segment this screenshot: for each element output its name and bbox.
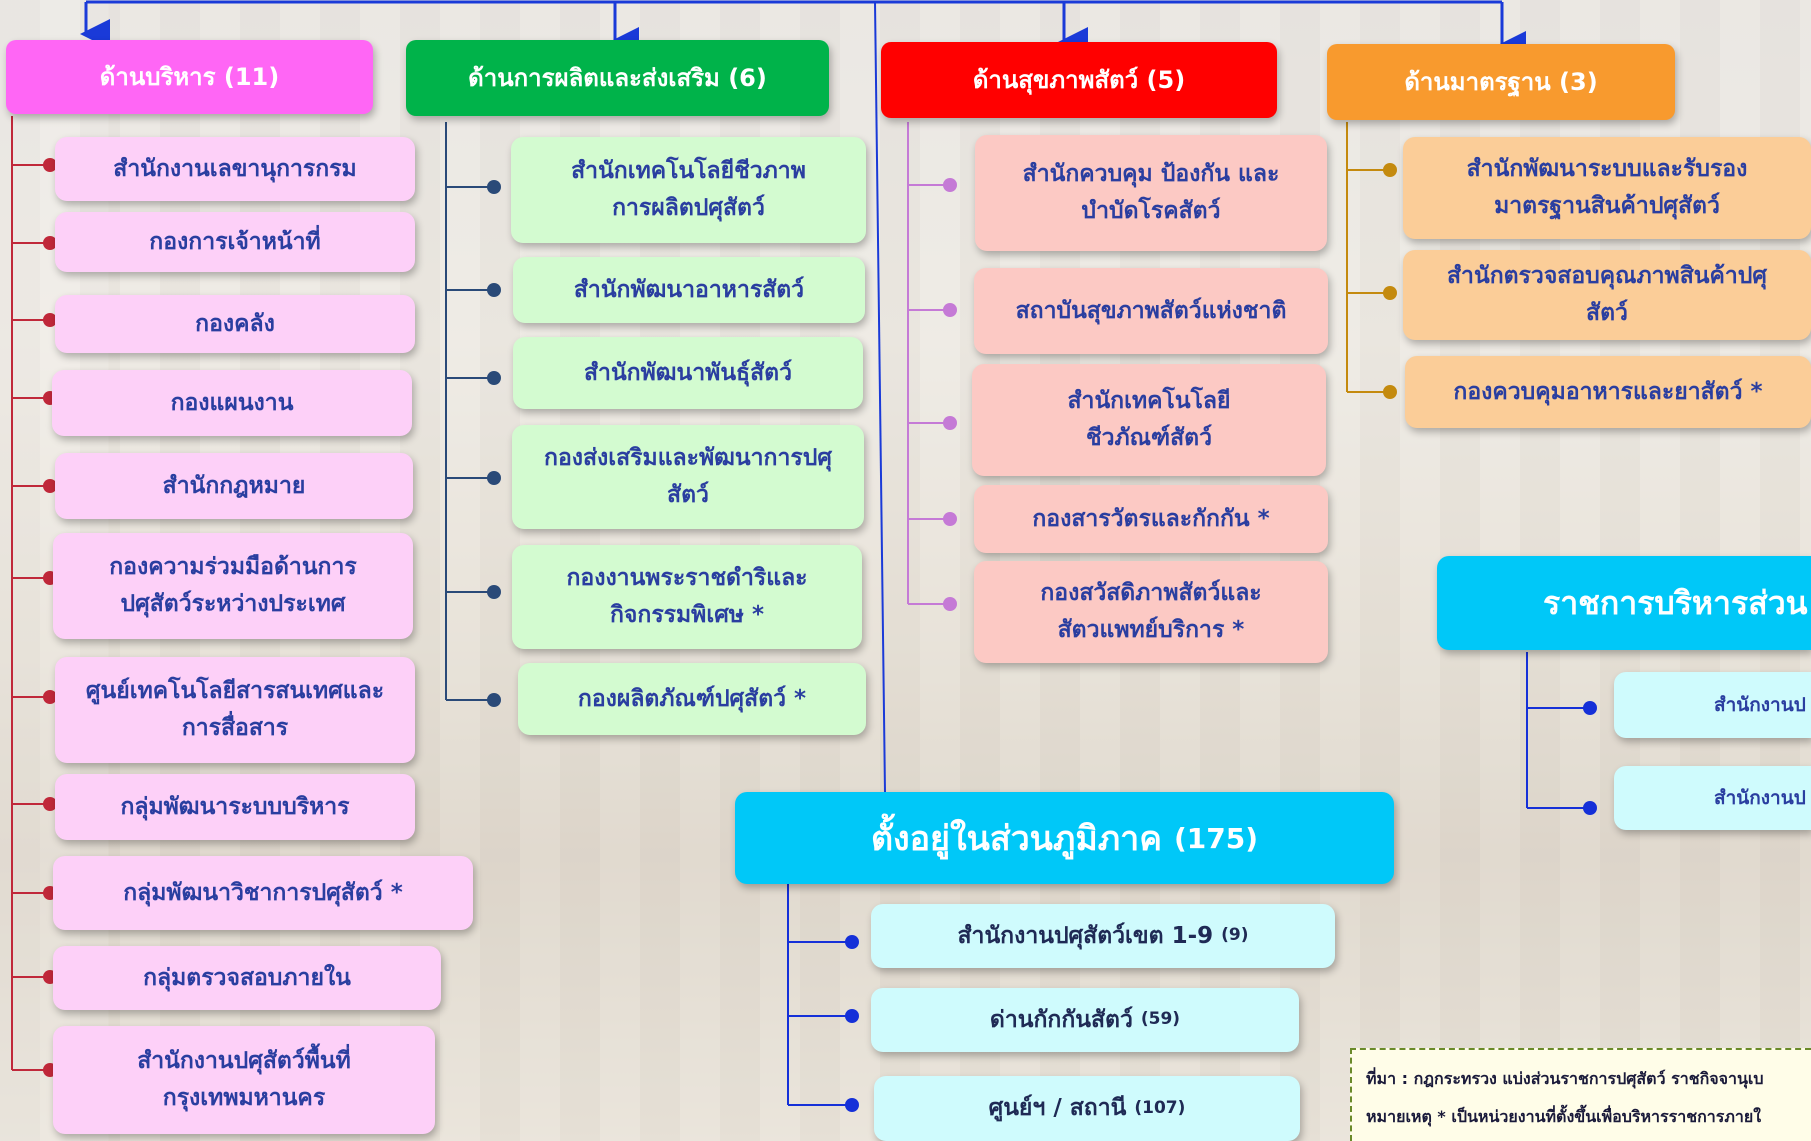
connector-dot [487,371,501,385]
regional-count: (175) [1173,821,1259,855]
production-item: สำนักเทคโนโลยีชีวภาพ การผลิตปศุสัตว์ [511,137,866,243]
regional-item-count: (59) [1140,1009,1181,1030]
regional-item-label: ด่านกักกันสัตว์ [989,1006,1133,1033]
standard-header: ด้านมาตรฐาน (3) [1327,44,1675,120]
health-item: กองสารวัตรและกักกัน * [974,485,1328,553]
standard-item: กองควบคุมอาหารและยาสัตว์ * [1405,356,1811,428]
source-note: ที่มา : กฎกระทรวง แบ่งส่วนราชการปศุสัตว์… [1350,1048,1811,1141]
connector-dot [845,1098,859,1112]
production-header: ด้านการผลิตและส่งเสริม (6) [406,40,829,116]
connector-dot [943,178,957,192]
regional-item: ด่านกักกันสัตว์ (59) [871,988,1299,1052]
connector-dot [943,416,957,430]
production-item: กองผลิตภัณฑ์ปศุสัตว์ * [518,663,866,735]
connector-dot [487,283,501,297]
standard-item: สำนักตรวจสอบคุณภาพสินค้าปศุ สัตว์ [1403,250,1811,340]
admin-item: กองคลัง [55,295,415,353]
connector-dot [1383,286,1397,300]
production-item: กองส่งเสริมและพัฒนาการปศุ สัตว์ [512,425,864,529]
regional-item: ศูนย์ฯ / สถานี (107) [874,1076,1300,1141]
production-item: สำนักพัฒนาพันธุ์สัตว์ [513,337,863,409]
admin-item: ศูนย์เทคโนโลยีสารสนเทศและ การสื่อสาร [55,657,415,763]
connector-dot [487,180,501,194]
admin-item: สำนักกฎหมาย [55,453,413,519]
connector-dot [43,158,57,172]
health-item: สำนักควบคุม ป้องกัน และ บำบัดโรคสัตว์ [975,135,1327,251]
connector-dot [43,797,57,811]
connector-dot [943,597,957,611]
connector-dot [43,479,57,493]
source-text: ที่มา : กฎกระทรวง แบ่งส่วนราชการปศุสัตว์… [1366,1069,1764,1088]
regional-item: สำนักงานปศุสัตว์เขต 1-9 (9) [871,904,1335,968]
health-header: ด้านสุขภาพสัตว์ (5) [881,42,1277,118]
regional-item-count: (9) [1221,925,1249,946]
connector-dot [943,512,957,526]
health-item: สำนักเทคโนโลยี ชีวภัณฑ์สัตว์ [972,364,1326,476]
regional-title: ตั้งอยู่ในส่วนภูมิภาค [870,819,1162,859]
standard-item: สำนักพัฒนาระบบและรับรอง มาตรฐานสินค้าปศุ… [1403,137,1811,239]
local-admin-title: ราชการบริหารส่วน [1543,583,1808,622]
connector-dot [487,471,501,485]
health-item: สถาบันสุขภาพสัตว์แห่งชาติ [974,268,1328,354]
connector-dot [43,690,57,704]
connector-dot [43,313,57,327]
connector-dot [1583,801,1597,815]
admin-item: กลุ่มตรวจสอบภายใน [53,946,441,1010]
admin-item: กองการเจ้าหน้าที่ [55,212,415,272]
admin-item: กองความร่วมมือด้านการ ปศุสัตว์ระหว่างประ… [53,533,413,639]
connector-dot [43,236,57,250]
connector-dot [845,1009,859,1023]
admin-item: สำนักงานปศุสัตว์พื้นที่ กรุงเทพมหานคร [53,1026,435,1134]
admin-header: ด้านบริหาร (11) [6,40,373,114]
connector-dot [487,585,501,599]
regional-header: ตั้งอยู่ในส่วนภูมิภาค (175) [735,792,1394,884]
regional-item-label: ศูนย์ฯ / สถานี [988,1095,1127,1122]
regional-item-count: (107) [1134,1097,1186,1118]
connector-dot [487,693,501,707]
admin-item: กลุ่มพัฒนาวิชาการปศุสัตว์ * [53,856,473,930]
production-item: สำนักพัฒนาอาหารสัตว์ [513,257,865,323]
admin-item: กลุ่มพัฒนาระบบบริหาร [55,774,415,840]
local-admin-header: ราชการบริหารส่วน [1437,556,1811,650]
local-admin-item: สำนักงานป [1614,766,1811,830]
connector-dot [1583,701,1597,715]
connector-dot [845,935,859,949]
connector-dot [943,303,957,317]
health-item: กองสวัสดิภาพสัตว์และ สัตวแพทย์บริการ * [974,561,1328,663]
connector-dot [1383,163,1397,177]
connector-dot [1383,385,1397,399]
production-item: กองงานพระราชดำริและ กิจกรรมพิเศษ * [512,545,862,649]
remark-text: หมายเหตุ * เป็นหน่วยงานที่ตั้งขึ้นเพื่อบ… [1366,1107,1762,1127]
regional-item-label: สำนักงานปศุสัตว์เขต 1-9 [957,922,1214,949]
local-admin-item: สำนักงานป [1614,672,1811,738]
admin-item: กองแผนงาน [52,370,412,436]
admin-item: สำนักงานเลขานุการกรม [55,137,415,201]
